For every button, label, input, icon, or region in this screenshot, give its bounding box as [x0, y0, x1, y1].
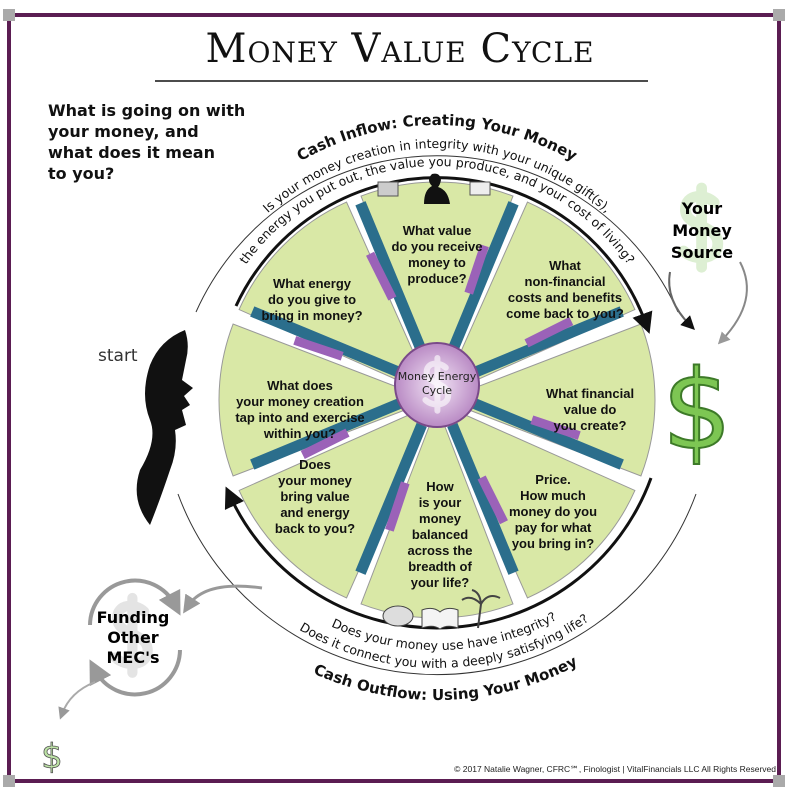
- funding-label: Funding Other MEC's: [96, 608, 170, 667]
- funding-inflow-arrow: [183, 584, 263, 614]
- frame-corner: [3, 9, 15, 21]
- wedge-question: What financial value do you create?: [545, 386, 635, 433]
- money-source-label: Your Money Source: [670, 199, 734, 262]
- wedge-question: How is your money balanced across the br…: [407, 479, 473, 590]
- wedge: [218, 323, 433, 477]
- inflow-divider: [195, 155, 679, 313]
- inflow-ring-arrow: [234, 176, 653, 334]
- intro-question: What is going on with your money, and wh…: [48, 101, 246, 183]
- center-label: Money Energy Cycle: [397, 370, 477, 397]
- palm-tree-icon: [461, 589, 501, 629]
- separator-bar: [471, 306, 624, 378]
- funding-cycle-arrow-bottom: [89, 649, 182, 697]
- accent-segment: [366, 251, 397, 301]
- frame-corner: [773, 9, 785, 21]
- outflow-ring-arrow: [224, 477, 653, 630]
- big-dollar-icon: $: [662, 346, 732, 474]
- wedge: [238, 201, 434, 397]
- accent-segment: [464, 244, 489, 295]
- laptop-icon: [377, 181, 399, 197]
- funding-cycle-arrow-top: [88, 578, 181, 626]
- separator-bar: [355, 201, 427, 354]
- source-arrow-right: [717, 261, 748, 345]
- wedge-question: Does your money bring value and energy b…: [274, 457, 356, 536]
- small-dollar-icon: $: [41, 737, 63, 777]
- wedge-question: What does your money creation tap into a…: [235, 378, 365, 441]
- work-icons: [377, 173, 491, 204]
- teacher-board-icon: [469, 181, 491, 196]
- separator-bar: [355, 422, 427, 575]
- wedge-question: What energy do you give to bring in mone…: [261, 276, 363, 323]
- accent-segment: [300, 428, 350, 459]
- start-label: start: [98, 346, 138, 366]
- separator-bar: [447, 201, 519, 354]
- frame-border: [7, 13, 781, 783]
- copyright: © 2017 Natalie Wagner, CFRC℠, Finologist…: [454, 764, 776, 774]
- wedge-question: Price. How much money do you pay for wha…: [508, 472, 598, 551]
- accent-segment: [530, 415, 581, 440]
- wedge: [440, 201, 636, 397]
- funding-outflow-arrow: [58, 681, 96, 720]
- page-title: Money Value Cycle: [205, 26, 595, 72]
- accent-segment: [524, 317, 574, 348]
- accent-segment: [385, 481, 410, 532]
- person-silhouette-icon: [424, 173, 450, 204]
- accent-segment: [293, 336, 344, 361]
- wedge-question: What non-financial costs and benefits co…: [506, 258, 624, 321]
- spending-icons: [382, 589, 501, 630]
- frame-corner: [3, 775, 15, 787]
- separator-bar: [250, 398, 403, 470]
- outflow-divider: [177, 493, 697, 676]
- piggy-bank-icon: [382, 605, 414, 627]
- wedge: [440, 403, 636, 599]
- wedge-question: What value do you receive money to produ…: [391, 223, 483, 286]
- woman-silhouette-icon: [136, 330, 193, 525]
- separator-bar: [471, 398, 624, 470]
- frame-corner: [773, 775, 785, 787]
- book-icon: [421, 607, 459, 630]
- separator-bar: [447, 422, 519, 575]
- separator-bar: [250, 306, 403, 378]
- accent-segment: [477, 475, 508, 525]
- source-arrow-left: [668, 271, 695, 330]
